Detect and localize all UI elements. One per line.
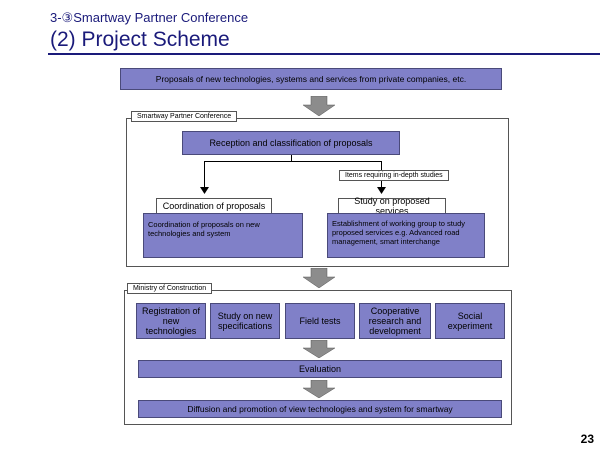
study-desc: Establishment of working group to study … [327,213,485,258]
study-title: Study on proposed services [338,196,446,216]
branch-label: Items requiring in-depth studies [339,170,449,181]
proposals-box: Proposals of new technologies, systems a… [120,68,502,90]
title-rule [48,53,600,55]
flow-arrow-2-icon [303,268,335,288]
slide-title: (2) Project Scheme [50,28,230,51]
arrowhead-icon [200,187,209,194]
flow-arrow-3-icon [303,340,335,358]
registration-box: Registration of new technologies [136,303,206,339]
conference-label: Smartway Partner Conference [131,111,238,122]
ministry-label: Ministry of Construction [127,283,213,294]
evaluation-box: Evaluation [138,360,502,378]
connector-line [291,155,292,161]
reception-box: Reception and classification of proposal… [182,131,400,155]
specifications-box: Study on new specifications [210,303,280,339]
page-number: 23 [580,432,594,446]
diffusion-box: Diffusion and promotion of view technolo… [138,400,502,418]
coordination-title: Coordination of proposals [156,198,272,214]
field-tests-box: Field tests [285,303,355,339]
arrowhead-icon [377,187,386,194]
coordination-desc: Coordination of proposals on new technol… [143,213,303,258]
flow-arrow-4-icon [303,380,335,398]
flow-arrow-1-icon [303,96,335,116]
cooperative-research-box: Cooperative research and development [359,303,431,339]
slide-subtitle: 3-③Smartway Partner Conference [50,10,249,25]
connector-line [204,161,382,162]
social-experiment-box: Social experiment [435,303,505,339]
connector-line [204,161,205,189]
